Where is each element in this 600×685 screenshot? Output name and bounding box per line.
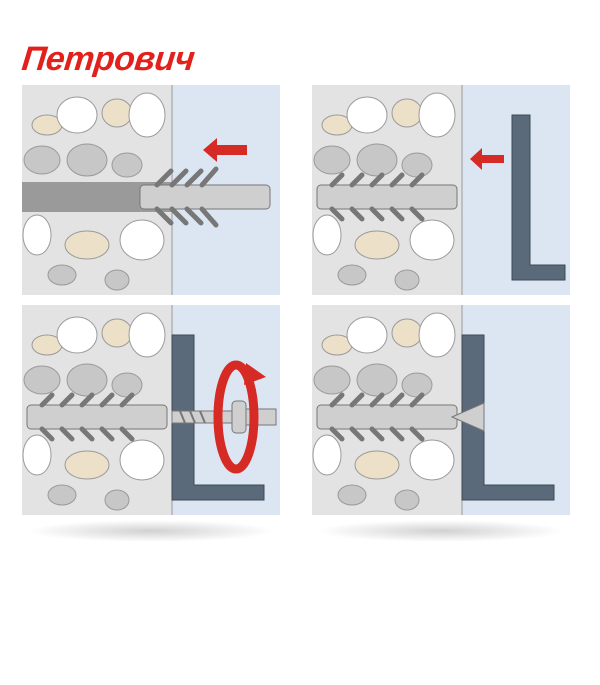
step-4-panel (312, 305, 570, 515)
panel-shadow (26, 520, 276, 542)
stones-2 (312, 92, 456, 291)
stones-3 (22, 312, 166, 511)
arrow-left-icon (470, 148, 504, 170)
stones-4 (312, 312, 456, 511)
anchor-1 (139, 166, 271, 228)
step-1-panel (22, 85, 280, 295)
step-2-panel (312, 85, 570, 295)
rotate-arrow-icon (213, 360, 266, 474)
arrow-left-icon (203, 138, 247, 162)
anchor-2 (316, 172, 458, 222)
stones-1 (22, 92, 166, 291)
anchor-3 (26, 392, 168, 442)
bracket-2 (511, 114, 566, 281)
panel-shadow (316, 520, 566, 542)
anchor-4 (316, 392, 485, 442)
brand-logo: Петрович (20, 40, 197, 78)
step-3-panel (22, 305, 280, 515)
